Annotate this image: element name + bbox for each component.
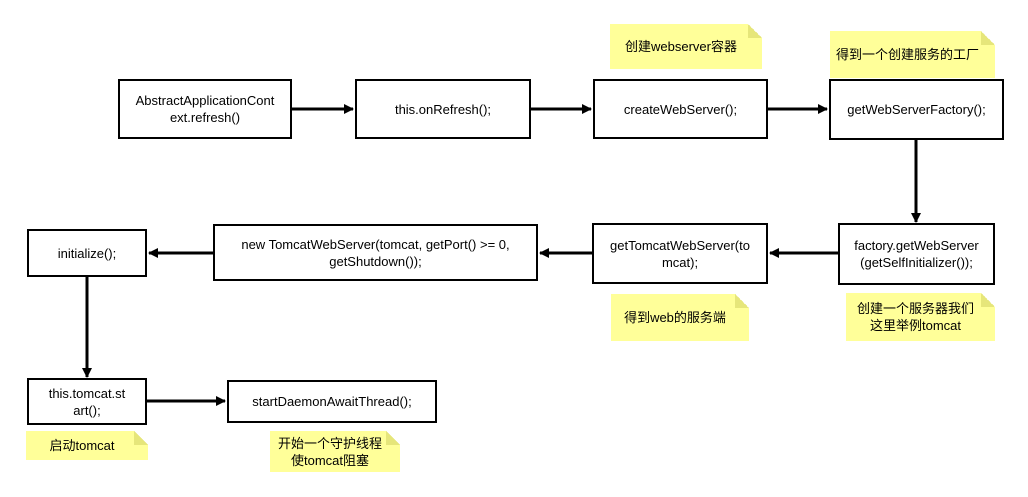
node-get-tomcat-web-server: getTomcatWebServer(to mcat); — [592, 223, 768, 284]
note-create-server-text: 创建一个服务器我们 这里举例tomcat — [856, 301, 974, 333]
node-start-daemon-await-thread: startDaemonAwaitThread(); — [227, 380, 437, 423]
node-get-web-server-factory: getWebServerFactory(); — [829, 79, 1004, 140]
note-get-factory-text: 得到一个创建服务的工厂 — [835, 47, 979, 62]
note-create-server: 创建一个服务器我们 这里举例tomcat — [846, 293, 995, 341]
note-fold-icon — [134, 431, 148, 445]
note-daemon-thread: 开始一个守护线程 使tomcat阻塞 — [270, 431, 400, 472]
note-start-tomcat-text: 启动tomcat — [49, 438, 115, 453]
note-create-container: 创建webserver容器 — [610, 24, 762, 69]
note-get-factory: 得到一个创建服务的工厂 — [830, 31, 995, 78]
node-factory-get-web-server: factory.getWebServer (getSelfInitializer… — [838, 223, 995, 285]
node-refresh: AbstractApplicationCont ext.refresh() — [118, 79, 292, 139]
note-fold-icon — [748, 24, 762, 38]
node-create-web-server: createWebServer(); — [593, 79, 768, 139]
note-start-tomcat: 启动tomcat — [26, 431, 148, 460]
node-tomcat-start: this.tomcat.st art(); — [27, 378, 147, 425]
note-get-web-server: 得到web的服务端 — [611, 294, 749, 341]
note-daemon-thread-text: 开始一个守护线程 使tomcat阻塞 — [277, 435, 382, 468]
note-fold-icon — [981, 293, 995, 307]
node-new-tomcat-web-server: new TomcatWebServer(tomcat, getPort() >=… — [213, 224, 538, 281]
note-fold-icon — [386, 431, 400, 445]
note-get-web-server-text: 得到web的服务端 — [624, 310, 726, 325]
node-initialize: initialize(); — [27, 229, 147, 277]
note-fold-icon — [981, 31, 995, 45]
note-create-container-text: 创建webserver容器 — [625, 39, 737, 54]
note-fold-icon — [735, 294, 749, 308]
node-on-refresh: this.onRefresh(); — [355, 79, 531, 139]
